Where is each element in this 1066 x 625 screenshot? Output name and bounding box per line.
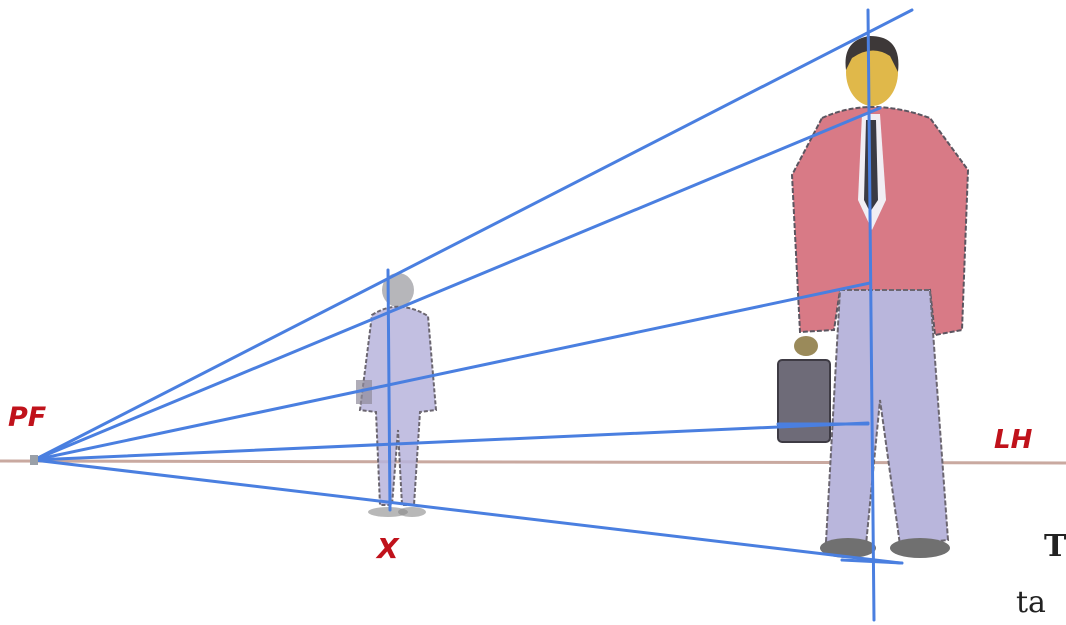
vanishing-point-label: PF [8,402,47,433]
construction-lines [34,10,912,620]
near-figure-mark-label: X [375,532,400,565]
cut-off-text-line2: ta [1016,585,1046,620]
horizon-label: LH [994,425,1033,455]
vertical-far [388,270,390,510]
line-to-feet [34,460,900,563]
short-mark-foot [842,560,902,563]
cut-off-text-line1: T [1044,529,1066,564]
line-to-hip [34,423,868,460]
line-to-head [34,108,880,460]
line-to-waist [34,283,870,460]
vanishing-point-marker [30,455,38,465]
